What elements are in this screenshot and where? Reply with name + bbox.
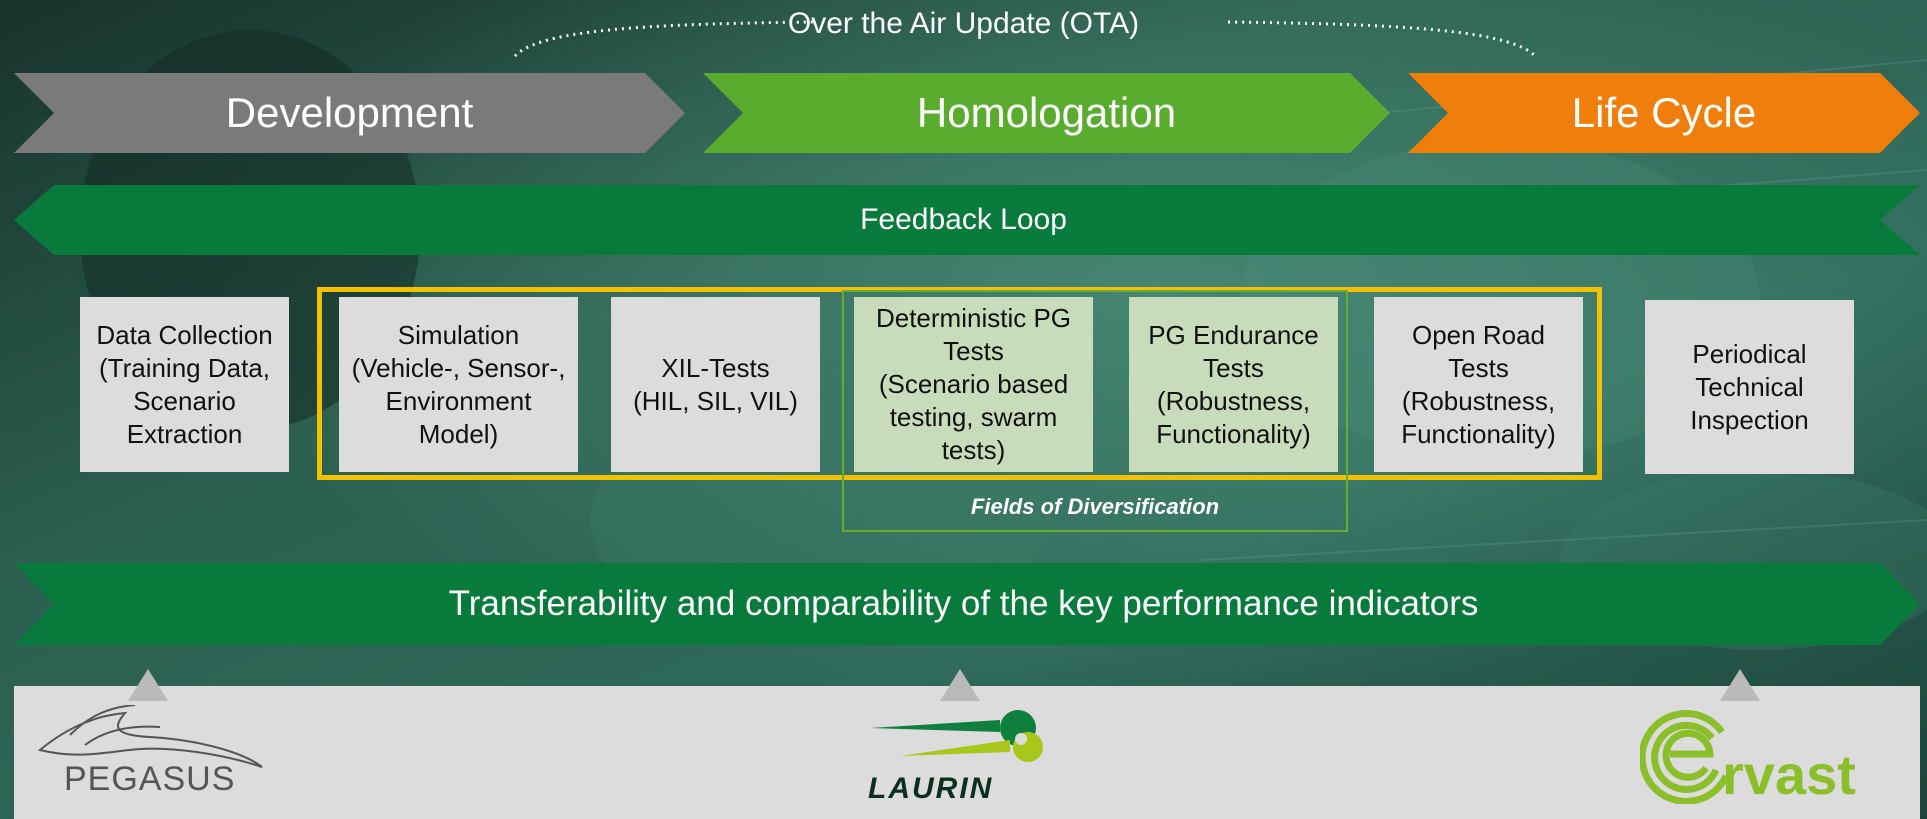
ervast-logo-text: rvast <box>1722 743 1856 806</box>
phase-homologation-label: Homologation <box>916 89 1177 136</box>
box-pg-endurance-tests-label: PG Endurance Tests (Robustness, Function… <box>1148 319 1319 449</box>
box-data-collection-label: Data Collection (Training Data, Scenario… <box>96 319 273 449</box>
phase-homologation-arrow <box>703 73 1390 153</box>
ota-label: Over the Air Update (OTA) <box>787 7 1140 40</box>
box-pg-endurance-tests: PG Endurance Tests (Robustness, Function… <box>1129 297 1338 472</box>
ervast-logo-mark <box>1640 709 1730 804</box>
laurin-logo-text: LAURIN <box>868 772 994 805</box>
ota-arc <box>513 20 1537 58</box>
box-open-road-tests-label: Open Road Tests (Robustness, Functionali… <box>1401 319 1556 449</box>
box-periodical-inspection-label: Periodical Technical Inspection <box>1690 338 1809 435</box>
box-simulation: Simulation (Vehicle-, Sensor-, Environme… <box>339 297 578 472</box>
kpi-band <box>14 563 1920 645</box>
ervast-pointer <box>1720 669 1760 701</box>
fields-of-diversification-label: Fields of Diversification <box>970 494 1220 519</box>
feedback-loop-label: Feedback Loop <box>860 203 1067 236</box>
box-data-collection: Data Collection (Training Data, Scenario… <box>80 297 289 472</box>
feedback-loop-band <box>14 185 1920 255</box>
laurin-pointer <box>940 669 980 701</box>
box-xil-tests-label: XIL-Tests (HIL, SIL, VIL) <box>633 352 798 416</box>
box-simulation-label: Simulation (Vehicle-, Sensor-, Environme… <box>351 319 566 449</box>
homologation-frame <box>317 287 1602 480</box>
laurin-logo-mark <box>870 710 1043 762</box>
pegasus-logo-bird <box>37 705 263 768</box>
box-deterministic-pg-tests-label: Deterministic PG Tests (Scenario based t… <box>875 303 1072 465</box>
diversification-frame <box>842 290 1348 532</box>
box-xil-tests: XIL-Tests (HIL, SIL, VIL) <box>611 297 820 472</box>
phase-lifecycle-arrow <box>1408 73 1920 153</box>
box-deterministic-pg-tests: Deterministic PG Tests (Scenario based t… <box>854 297 1093 472</box>
pegasus-pointer <box>128 669 168 701</box>
box-open-road-tests: Open Road Tests (Robustness, Functionali… <box>1374 297 1583 472</box>
phase-development-arrow <box>14 73 685 153</box>
box-periodical-inspection: Periodical Technical Inspection <box>1645 300 1854 474</box>
kpi-label: Transferability and comparability of the… <box>448 584 1479 623</box>
pegasus-logo-text: PEGASUS <box>64 760 236 798</box>
phase-lifecycle-label: Life Cycle <box>1571 89 1757 136</box>
phase-chevrons <box>14 73 1920 153</box>
phase-development-label: Development <box>225 89 474 136</box>
logo-pointers <box>128 669 1760 701</box>
